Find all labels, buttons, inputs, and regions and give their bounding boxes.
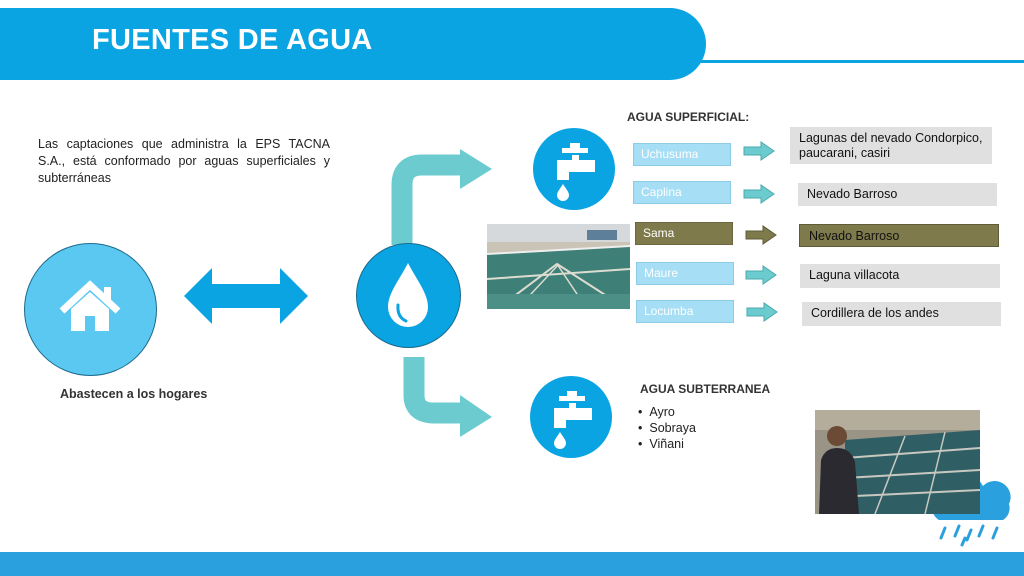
branch-arrows [391,149,492,437]
arrow-right-icon [745,265,777,285]
header-banner [0,8,706,80]
source-uchusuma: Uchusuma [633,143,731,166]
source-maure: Maure [636,262,734,285]
destination-locumba: Cordillera de los andes [802,302,1001,326]
list-item: Sobraya [638,420,696,436]
ground-list: Ayro Sobraya Viñani [638,404,696,452]
water-treatment-plant-photo [487,224,630,309]
arrow-right-icon [743,141,775,161]
water-drop-icon [387,262,428,327]
ground-heading: AGUA SUBTERRANEA [640,382,771,396]
water-circle [356,243,461,348]
destination-caplina: Nevado Barroso [798,183,997,206]
intro-text: Las captaciones que administra la EPS TA… [38,137,330,185]
water-tap-icon [557,143,595,201]
source-caplina: Caplina [633,181,731,204]
source-locumba: Locumba [636,300,734,323]
water-tap-icon [554,391,592,449]
home-circle [24,243,157,376]
footer-bar [0,552,1024,576]
page-title: FUENTES DE AGUA [92,24,373,56]
arrow-right-icon [745,225,777,245]
arrow-right-icon [743,184,775,204]
destination-maure: Laguna villacota [800,264,1000,288]
reservoir-with-person-photo [815,410,980,514]
double-arrow-icon [184,268,308,324]
surface-tap-circle [533,128,615,210]
destination-uchusuma: Lagunas del nevado Condorpico, paucarani… [790,127,992,164]
header-line [700,60,1024,63]
house-icon [59,279,120,331]
home-caption: Abastecen a los hogares [60,387,208,401]
source-sama: Sama [635,222,733,245]
surface-heading: AGUA SUPERFICIAL: [627,110,750,124]
list-item: Viñani [638,436,696,452]
arrow-right-icon [746,302,778,322]
ground-tap-circle [530,376,612,458]
destination-sama: Nevado Barroso [799,224,999,247]
list-item: Ayro [638,404,696,420]
